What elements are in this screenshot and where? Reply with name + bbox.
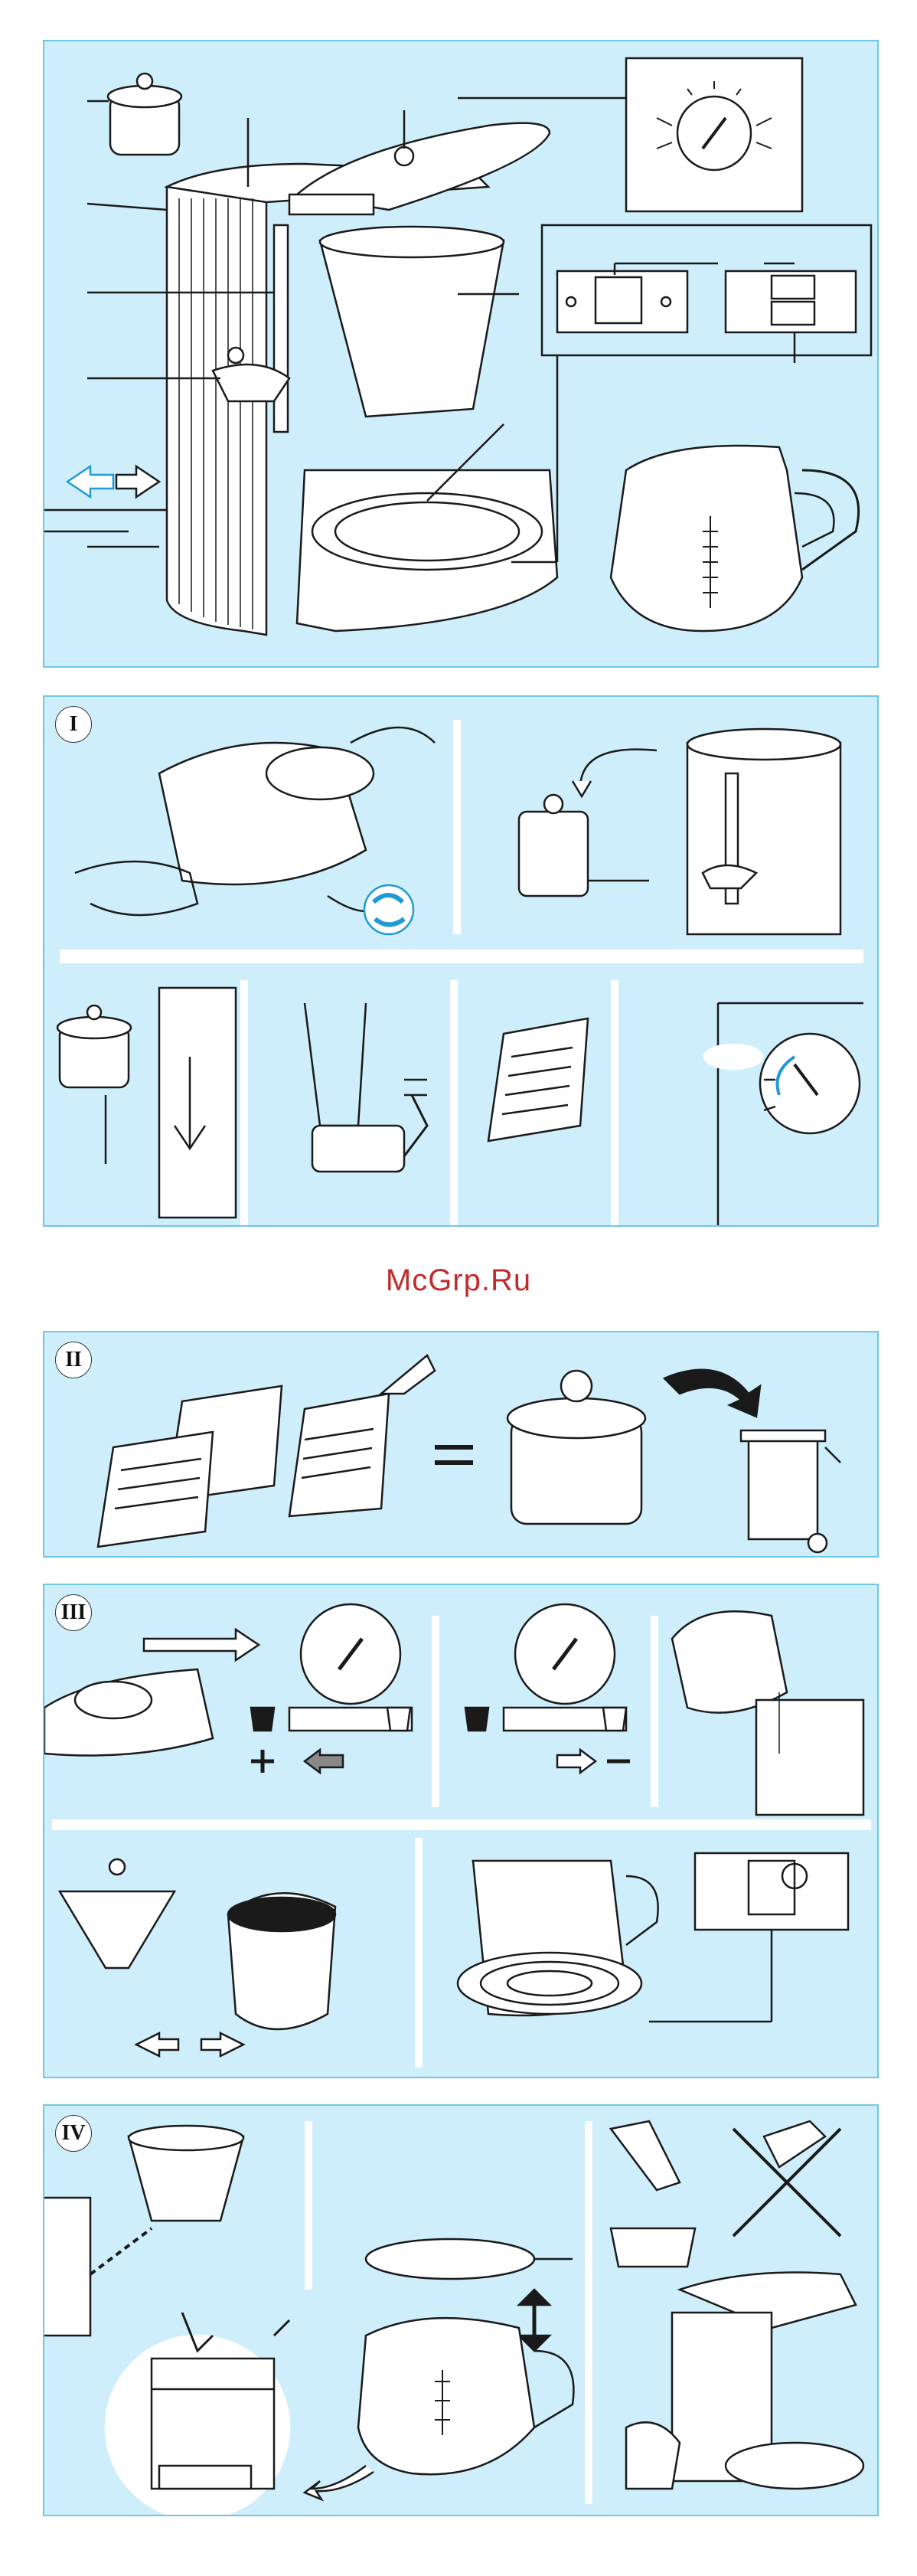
insert-filter-step [519,729,840,934]
remove-carafe-lid-step [305,2239,573,2499]
month-dial-step [704,1003,863,1225]
documentation-sheets-icon [98,1386,282,1547]
discard-arrow-icon [664,1370,760,1417]
wipe-machine-step [626,2273,863,2489]
coffee-maker-overview-illustration [44,41,879,668]
press-filter-step [305,1003,427,1172]
section-ii-panel: II [43,1331,879,1558]
water-filter-cartridge-icon [507,1371,645,1524]
aroma-dial-diagram [626,58,802,211]
section-iii-panel: III [43,1584,879,2078]
filter-replacement-illustration [44,1332,879,1558]
water-filter-cartridge-icon [108,74,181,155]
remove-filter-holder-step [44,2126,243,2336]
no-abrasive-cleaners-icon [611,2121,840,2267]
fill-water-lid-step [44,1630,259,1756]
overview-panel [43,40,879,668]
new-sheet-icon [289,1355,435,1516]
aroma-selector-strong [251,1604,412,1773]
left-right-arrows-icon [67,466,159,497]
section-iv-panel: IV [43,2104,879,2516]
unpack-filter-step [75,727,435,934]
insert-paper-filter-step [60,1859,335,2056]
trash-bin-icon [741,1430,840,1552]
warming-plate-base [297,470,557,631]
dishwasher-illustration [106,2313,289,2516]
equals-icon [435,1447,473,1463]
filter-installation-steps-illustration [44,697,879,1227]
switches-diagram [542,225,871,363]
brewing-steps-illustration [44,1585,879,2078]
cleaning-steps-illustration [44,2106,879,2516]
drop-filter-step [57,988,236,1218]
section-i-panel: I [43,695,879,1227]
carafe-on-plate-step [458,1861,658,2015]
switch-on-indicator-step [649,1853,848,2022]
glass-carafe-illustration [611,446,859,631]
aroma-selector-mild [465,1604,630,1773]
pour-water-step [672,1611,863,1815]
watermark-text: McGrp.Ru [0,1263,917,1298]
documentation-sheet-step [488,1018,588,1141]
filter-holder [320,227,504,417]
